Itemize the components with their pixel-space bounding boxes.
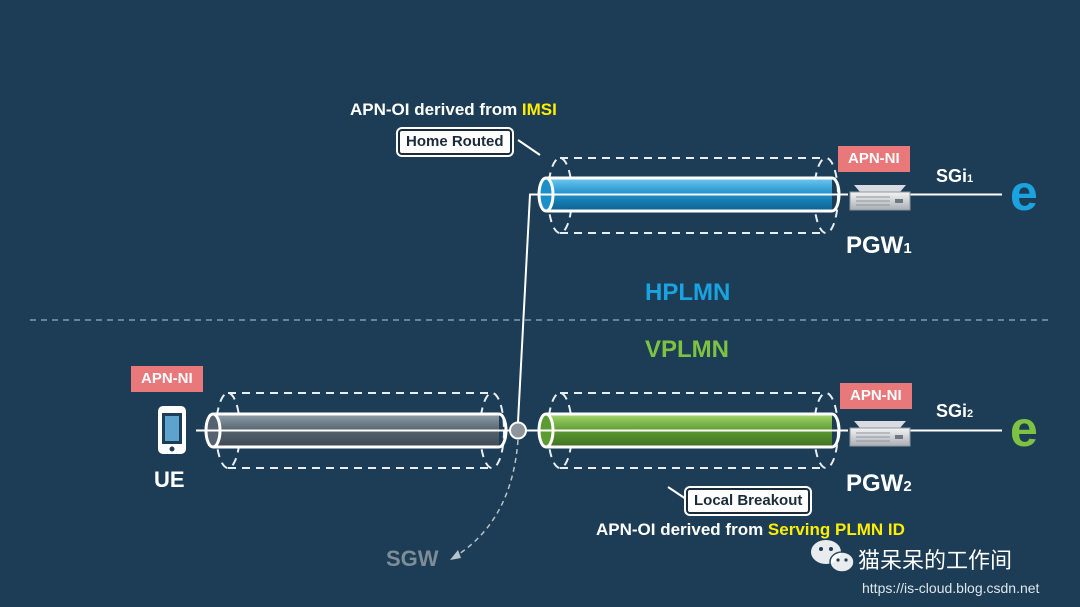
apn-oi-bottom-caption: APN-OI derived from Serving PLMN ID <box>596 520 905 540</box>
sgi1-base: SGi <box>936 166 968 186</box>
home-routed-callout-pointer <box>517 139 541 156</box>
wechat-icon <box>811 540 855 573</box>
sgw-arrowhead <box>450 550 461 560</box>
apn-oi-top-caption: APN-OI derived from IMSI <box>350 100 557 120</box>
server-icon-pgw1 <box>849 185 911 211</box>
sgw-dashed-arrow <box>455 439 519 557</box>
phone-icon <box>158 406 186 454</box>
ue-label: UE <box>154 467 185 492</box>
pgw2-sub: 2 <box>903 478 912 495</box>
apn-oi-bottom-prefix: APN-OI derived from <box>596 520 768 539</box>
junction-node <box>509 421 527 440</box>
apn-oi-bottom-highlight: Serving PLMN ID <box>767 520 905 539</box>
apn-ni-badge-pgw2: APN-NI <box>840 383 912 409</box>
watermark-url: https://is-cloud.blog.csdn.net <box>862 580 1040 596</box>
apn-ni-badge-ue: APN-NI <box>131 366 203 392</box>
apn-oi-top-prefix: APN-OI derived from <box>350 100 522 119</box>
apn-ni-badge-pgw1: APN-NI <box>838 146 910 172</box>
home-routed-link-line <box>517 193 848 423</box>
local-breakout-callout: Local Breakout <box>686 488 811 514</box>
sgi2-base: SGi <box>936 401 968 421</box>
sgi2-sub: 2 <box>967 408 974 420</box>
pgw1-base: PGW <box>846 232 904 259</box>
pgw2-base: PGW <box>846 470 904 497</box>
server-icon-pgw2 <box>849 421 911 447</box>
vplmn-label: VPLMN <box>645 336 729 363</box>
sgw-label: SGW <box>386 546 439 571</box>
pgw1-label: PGW1 <box>846 232 912 260</box>
sgi2-label: SGi2 <box>936 401 973 422</box>
sgi1-label: SGi1 <box>936 166 973 187</box>
pgw2-label: PGW2 <box>846 470 912 498</box>
internet-e-icon-bottom: e <box>1010 401 1038 457</box>
watermark-name: 猫呆呆的工作间 <box>858 549 1013 574</box>
pgw1-sub: 1 <box>903 240 912 257</box>
local-breakout-callout-pointer <box>667 486 687 500</box>
home-routed-callout: Home Routed <box>398 129 512 155</box>
internet-e-icon-top: e <box>1010 165 1038 221</box>
hplmn-label: HPLMN <box>645 279 731 306</box>
sgi1-sub: 1 <box>967 173 974 185</box>
apn-oi-top-highlight: IMSI <box>521 100 557 119</box>
